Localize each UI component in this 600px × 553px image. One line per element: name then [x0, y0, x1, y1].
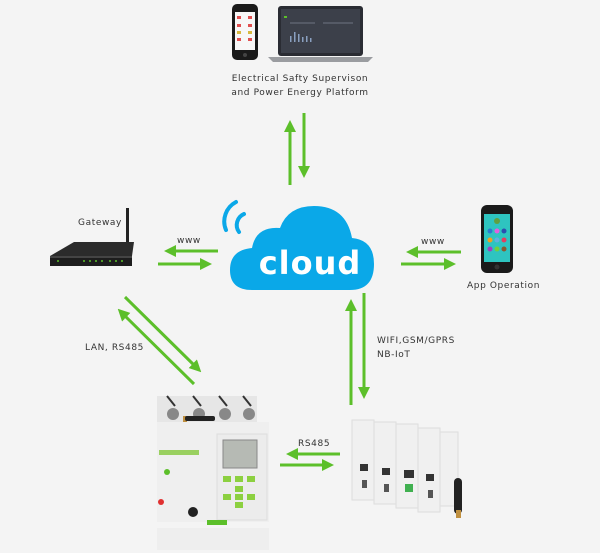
app-phone — [480, 205, 514, 273]
arrow-pair-cloud-modules — [345, 293, 370, 405]
gateway-label: Gateway — [78, 218, 122, 228]
link-cloud-modules-label-line2: NB-IoT — [377, 350, 411, 360]
arrow-up-left — [117, 308, 196, 386]
link-breaker-modules-label: RS485 — [298, 439, 331, 449]
gateway-device — [48, 208, 136, 272]
link-gateway-cloud-label: www — [177, 236, 201, 246]
breaker-device — [155, 390, 275, 550]
app-label: App Operation — [467, 281, 541, 291]
circuit-breaker-icon — [157, 395, 269, 550]
platform-devices — [228, 2, 373, 64]
cloud-icon — [222, 200, 374, 290]
smartphone-icon — [481, 205, 513, 273]
cloud-node: cloud — [222, 192, 392, 294]
platform-label-line1: Electrical Safty Supervison — [231, 74, 369, 84]
link-cloud-app-label: www — [421, 237, 445, 247]
modules-device — [350, 418, 470, 528]
link-cloud-modules-label: WIFI,GSM/GPRS NB-IoT — [377, 334, 455, 362]
platform-label-line2: and Power Energy Platform — [231, 88, 369, 98]
platform-phone-icon — [232, 4, 258, 60]
arrow-pair-gateway-breaker — [117, 295, 202, 386]
link-cloud-modules-label-line1: WIFI,GSM/GPRS — [377, 336, 455, 346]
arrow-pair-breaker-modules — [280, 448, 340, 471]
platform-label: Electrical Safty Supervison and Power En… — [200, 72, 400, 100]
link-gateway-breaker-label: LAN, RS485 — [85, 343, 144, 353]
arrow-pair-cloud-platform — [284, 113, 310, 185]
arrow-pair-cloud-app — [401, 246, 461, 270]
din-rail-modules-icon — [351, 419, 462, 518]
arrow-pair-gateway-cloud — [158, 245, 218, 270]
router-icon — [50, 208, 134, 266]
arrow-down-right — [123, 295, 202, 373]
cloud-label: cloud — [258, 244, 362, 282]
platform-laptop-icon — [268, 6, 373, 62]
